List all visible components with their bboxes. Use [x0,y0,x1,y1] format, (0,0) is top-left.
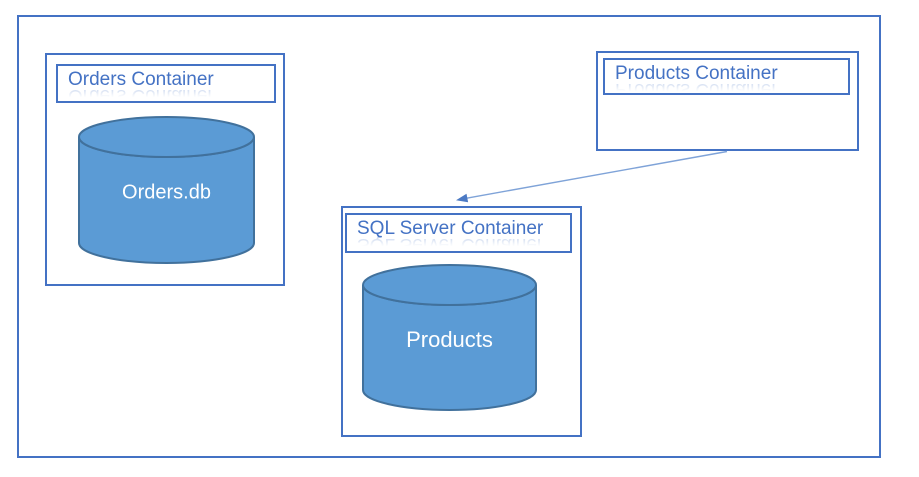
products-database-label: Products [406,327,493,353]
sql-server-container-title: SQL Server Container [357,218,544,239]
products-container-title: Products Container [615,63,778,84]
orders-database-cylinder: Orders.db [78,115,255,265]
orders-container-title-reflection: Orders Container [68,85,214,103]
orders-container-title: Orders Container [68,69,214,90]
database-cylinder-icon [362,264,537,411]
orders-container-title-box: Orders Container Orders Container [56,64,276,103]
sql-server-container-title-reflection: SQL Server Container [357,234,544,253]
database-cylinder-icon [78,116,255,264]
sql-server-container-title-box: SQL Server Container SQL Server Containe… [345,213,572,253]
products-container-title-reflection: Products Container [615,79,778,95]
page-border [17,15,881,458]
products-database-cylinder: Products [362,263,537,412]
products-container-title-box: Products Container Products Container [603,58,850,95]
orders-database-label: Orders.db [122,181,211,204]
